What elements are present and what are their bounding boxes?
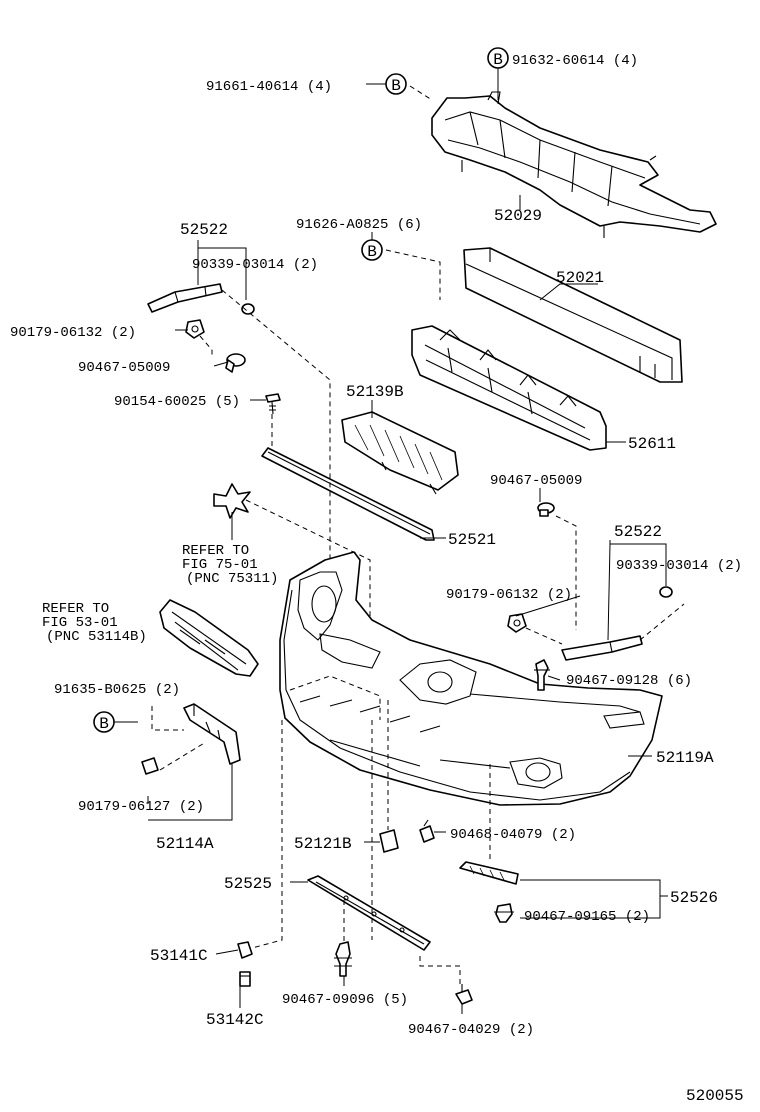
label-52119A: 52119A bbox=[656, 749, 714, 767]
figure-code: 520055 bbox=[686, 1087, 744, 1105]
svg-text:REFER TO: REFER TO bbox=[182, 543, 249, 559]
cushion-90339-left bbox=[241, 303, 255, 315]
grille-refer-53-01 bbox=[159, 599, 259, 677]
b-marker-3: B bbox=[361, 239, 383, 261]
license-bracket-52114A bbox=[183, 703, 241, 765]
label-90467-04029: 90467-04029 (2) bbox=[408, 1022, 534, 1038]
label-90179-06127: 90179-06127 (2) bbox=[78, 799, 204, 815]
leader-lines bbox=[147, 58, 668, 1014]
label-90467-09096: 90467-09096 (5) bbox=[282, 992, 408, 1008]
label-90467-05009-left: 90467-05009 bbox=[78, 360, 170, 376]
clip-90467-09128 bbox=[534, 659, 550, 691]
cushion-90339-right bbox=[659, 586, 673, 598]
clip-53142C bbox=[239, 971, 251, 987]
clip-52121B bbox=[379, 829, 399, 853]
clip-90467-09096 bbox=[334, 941, 352, 977]
label-52522-right: 52522 bbox=[614, 523, 662, 541]
label-53142C: 53142C bbox=[206, 1011, 264, 1029]
svg-text:B: B bbox=[493, 51, 503, 69]
refer-note-fig-53-01: REFER TO FIG 53-01 (PNC 53114B) bbox=[42, 601, 147, 645]
b-marker-2: B bbox=[487, 47, 509, 69]
nut-90179-right bbox=[507, 613, 527, 633]
grille-strip-52521 bbox=[261, 447, 435, 541]
clip-90467-09165 bbox=[494, 903, 514, 923]
bracket-52522-left bbox=[147, 283, 223, 313]
label-90467-09165: 90467-09165 (2) bbox=[524, 909, 650, 925]
clip-90467-left bbox=[225, 353, 246, 373]
b-marker-1: B bbox=[385, 73, 407, 95]
svg-text:(PNC 75311): (PNC 75311) bbox=[186, 571, 278, 587]
label-90467-09128: 90467-09128 (6) bbox=[566, 673, 692, 689]
bumper-reinforcement-52021 bbox=[463, 247, 683, 383]
clip-90467-05009-right bbox=[537, 502, 555, 517]
bracket-52522-right bbox=[561, 635, 643, 661]
svg-text:FIG 75-01: FIG 75-01 bbox=[182, 557, 258, 573]
svg-text:FIG 53-01: FIG 53-01 bbox=[42, 615, 118, 631]
label-91632-60614: 91632-60614 (4) bbox=[512, 53, 638, 69]
svg-text:B: B bbox=[391, 77, 401, 95]
label-52121B: 52121B bbox=[294, 835, 352, 853]
label-52526: 52526 bbox=[670, 889, 718, 907]
strip-52526 bbox=[459, 861, 519, 885]
label-90179-06132-left: 90179-06132 (2) bbox=[10, 325, 136, 341]
radiator-support-52029 bbox=[431, 91, 717, 238]
bar-52525 bbox=[307, 875, 431, 951]
svg-text:REFER TO: REFER TO bbox=[42, 601, 109, 617]
nut-90179-06127 bbox=[141, 757, 159, 775]
label-52114A: 52114A bbox=[156, 835, 214, 853]
label-90154-60025: 90154-60025 (5) bbox=[114, 394, 240, 410]
clip-90467-04029 bbox=[455, 984, 473, 1005]
svg-text:B: B bbox=[99, 715, 109, 733]
label-90179-06132-right: 90179-06132 (2) bbox=[446, 587, 572, 603]
label-52611: 52611 bbox=[628, 435, 676, 453]
refer-note-fig-75-01: REFER TO FIG 75-01 (PNC 75311) bbox=[182, 543, 278, 587]
svg-text:(PNC 53114B): (PNC 53114B) bbox=[46, 629, 147, 645]
energy-absorber-52611 bbox=[411, 325, 607, 451]
label-52139B: 52139B bbox=[346, 383, 404, 401]
label-52021: 52021 bbox=[556, 269, 604, 287]
label-91661-40614: 91661-40614 (4) bbox=[206, 79, 332, 95]
label-90468-04079: 90468-04079 (2) bbox=[450, 827, 576, 843]
label-52521: 52521 bbox=[448, 531, 496, 549]
label-52522-left: 52522 bbox=[180, 221, 228, 239]
bumper-cover-52119A bbox=[279, 551, 663, 806]
label-52029: 52029 bbox=[494, 207, 542, 225]
label-90339-03014-right: 90339-03014 (2) bbox=[616, 558, 742, 574]
callout-labels: 91661-40614 (4) 91632-60614 (4) 52029 91… bbox=[10, 53, 742, 1038]
label-90339-03014-left: 90339-03014 (2) bbox=[192, 257, 318, 273]
guide-52139B bbox=[341, 411, 459, 495]
nut-90179-left bbox=[185, 319, 205, 339]
clip-90468-04079 bbox=[419, 819, 435, 843]
clip-53141C bbox=[237, 941, 253, 959]
dashed-alignment-lines bbox=[151, 85, 685, 984]
emblem-clip-refer-75-01 bbox=[213, 483, 251, 519]
label-91635-B0625: 91635-B0625 (2) bbox=[54, 682, 180, 698]
svg-text:B: B bbox=[367, 243, 377, 261]
b-marker-4: B bbox=[93, 711, 115, 733]
label-52525: 52525 bbox=[224, 875, 272, 893]
screw-90154 bbox=[265, 393, 281, 415]
label-91626-A0825: 91626-A0825 (6) bbox=[296, 217, 422, 233]
label-53141C: 53141C bbox=[150, 947, 208, 965]
label-90467-05009-right: 90467-05009 bbox=[490, 473, 582, 489]
